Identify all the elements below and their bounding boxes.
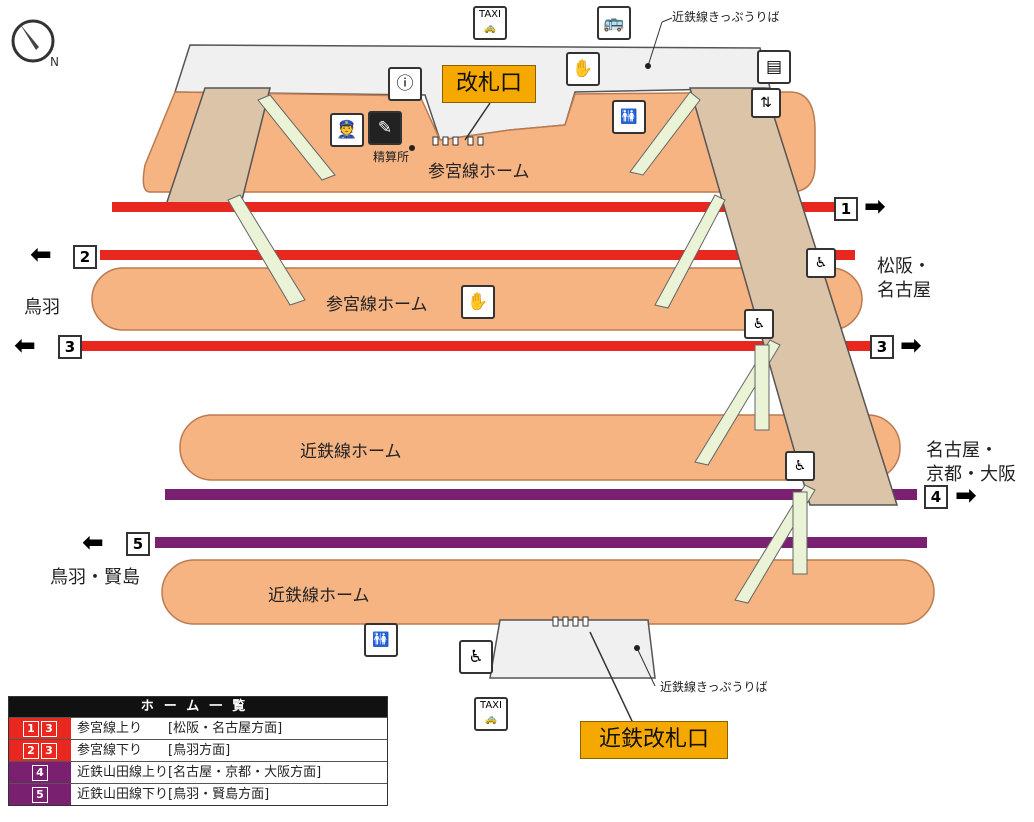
legend-title: ホーム一覧 <box>9 697 387 717</box>
track-4-arrow-right-icon: ➡ <box>955 481 977 511</box>
bus-icon: 🚌 <box>597 6 631 40</box>
track-4-number: 4 <box>924 485 948 509</box>
platform-kintetsu-upper-label: 近鉄線ホーム <box>300 442 402 462</box>
taxi-bottom-icon: TAXI🚕 <box>474 697 508 731</box>
meeting-point-icon-2: ✋ <box>461 285 495 319</box>
dest-toba-kashiko-label: 鳥羽・賢島 <box>50 567 140 588</box>
restroom-top-icon: 🚻 <box>612 100 646 134</box>
track-5 <box>155 537 927 548</box>
bottom-concourse <box>489 619 656 679</box>
track-3-number-left: 3 <box>58 335 82 359</box>
track-2-arrow-left-icon: ⬅ <box>30 240 52 270</box>
track-1-arrow-right-icon: ➡ <box>864 192 886 222</box>
platform-sangu-lower-label: 参宮線ホーム <box>326 295 428 315</box>
track-2-number: 2 <box>73 245 97 269</box>
dest-toba-label: 鳥羽 <box>24 297 60 318</box>
taxi-top-icon: TAXI🚕 <box>473 6 507 40</box>
track-5-arrow-left-icon: ⬅ <box>82 528 104 558</box>
platform-kintetsu-lower-label: 近鉄線ホーム <box>268 586 370 606</box>
bridge-right <box>689 87 899 506</box>
fare-adjust-label: 精算所 <box>373 150 410 164</box>
legend-row: 4 近鉄山田線上り[名古屋・京都・大阪方面] <box>9 761 387 783</box>
legend-row: 5 近鉄山田線下り[鳥羽・賢島方面] <box>9 783 387 805</box>
gate-markers-top <box>432 136 484 146</box>
dest-matsusaka-label-2: 名古屋 <box>877 280 931 301</box>
ticket-office-top-label: 近鉄線きっぷうりば <box>672 10 780 24</box>
track-3 <box>82 341 870 351</box>
fare-adjust-icon: ✎ <box>368 111 402 145</box>
coin-locker-icon: ▤ <box>757 50 791 84</box>
jr-gate-label: 改札口 <box>442 65 536 103</box>
track-1-number: 1 <box>834 197 858 221</box>
elevator-wheelchair-icon-3: ♿ <box>785 451 815 481</box>
track-3-arrow-left-icon: ⬅ <box>14 331 36 361</box>
track-2 <box>100 250 855 260</box>
ticket-office-bottom-label: 近鉄線きっぷうりば <box>660 680 768 694</box>
track-3-number-right: 3 <box>870 335 894 359</box>
elevator-wheelchair-icon-2: ♿ <box>744 309 774 339</box>
restroom-bottom-icon: 🚻 <box>364 623 398 657</box>
dest-nagoya-label-2: 京都・大阪 <box>926 464 1016 485</box>
kintetsu-gate-label: 近鉄改札口 <box>580 721 728 759</box>
track-1 <box>112 202 834 212</box>
compass-icon: N <box>11 19 59 69</box>
wheelchair-ramp-icon: ♿ <box>459 640 493 674</box>
track-4 <box>165 489 917 500</box>
platform-sangu-upper-label: 参宮線ホーム <box>428 162 530 182</box>
stairs <box>227 91 816 604</box>
staff-icon: 👮 <box>330 113 364 147</box>
track-5-number: 5 <box>126 532 150 556</box>
svg-text:N: N <box>50 55 59 69</box>
dest-nagoya-label: 名古屋・ <box>926 440 998 461</box>
track-3-arrow-right-icon: ➡ <box>900 331 922 361</box>
elevator-icon: ⇅ <box>751 88 781 118</box>
dest-matsusaka-label: 松阪・ <box>877 256 931 277</box>
gate-markers-bottom <box>552 616 589 627</box>
meeting-point-icon: ✋ <box>566 52 600 86</box>
info-staff-icon: ⓘ <box>388 67 422 101</box>
elevator-wheelchair-icon-1: ♿ <box>806 248 836 278</box>
